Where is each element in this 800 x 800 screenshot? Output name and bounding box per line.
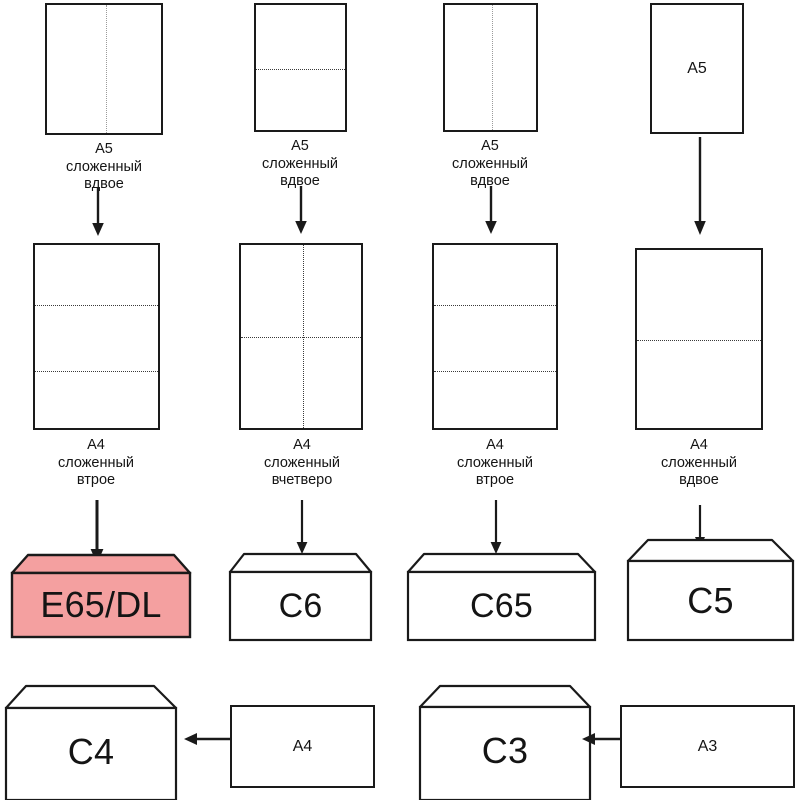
envelope-c3: C3 — [418, 683, 608, 800]
arrow-down-envelope-col2 — [292, 500, 312, 556]
envelope-label-c4: C4 — [67, 731, 115, 772]
sheet-a5-col3 — [443, 3, 538, 132]
arrow-down-envelope-col3 — [486, 500, 506, 556]
arrow-down-col1 — [88, 188, 108, 238]
envelope-label-c6: C6 — [278, 586, 323, 625]
envelope-c5: C5 — [626, 537, 796, 643]
fold-line-horizontal-lower — [434, 371, 556, 372]
sheet-a5-col1 — [45, 3, 163, 135]
envelope-c4: C4 — [4, 683, 194, 800]
sheet-a4-col3 — [432, 243, 558, 430]
caption-a5-col2: A5 сложенный вдвое — [261, 138, 339, 190]
caption-a4-col4: A4 сложенный вдвое — [660, 437, 738, 489]
fold-line-vertical — [106, 5, 107, 133]
sheet-a5-col2 — [254, 3, 347, 132]
caption-a4-col3: A4 сложенный втрое — [456, 437, 534, 489]
caption-a4-col1: A4 сложенный втрое — [57, 437, 135, 489]
arrow-down-col2 — [291, 186, 311, 236]
sheet-a4-landscape: A4 — [230, 705, 375, 788]
sheet-a4-col1 — [33, 243, 160, 430]
arrow-down-col3 — [481, 186, 501, 236]
sheet-a4-col4 — [635, 248, 763, 430]
sheet-label-a5: A5 — [687, 59, 707, 77]
envelope-label-c65: C65 — [470, 586, 533, 625]
fold-line-horizontal-lower — [35, 371, 158, 372]
envelope-e65-dl: E65/DL — [8, 551, 194, 641]
envelope-label-c3: C3 — [481, 730, 529, 771]
sheet-label-a3: A3 — [697, 737, 718, 755]
fold-line-horizontal-upper — [434, 305, 556, 306]
sheet-a4-col2 — [239, 243, 363, 430]
envelope-label-e65-dl: E65/DL — [40, 584, 162, 625]
fold-line-horizontal — [241, 337, 361, 338]
envelope-c65: C65 — [406, 551, 598, 643]
sheet-a5-col4: A5 — [650, 3, 744, 134]
envelope-label-c5: C5 — [687, 579, 734, 621]
fold-line-horizontal — [256, 69, 345, 70]
arrow-down-col4 — [690, 137, 710, 237]
caption-a4-col2: A4 сложенный вчетверо — [263, 437, 341, 489]
fold-line-vertical — [492, 5, 493, 130]
arrow-left-a4-to-c4 — [182, 728, 234, 750]
sheet-label-a4: A4 — [292, 737, 313, 755]
fold-line-vertical — [303, 245, 304, 428]
sheet-a3-landscape: A3 — [620, 705, 795, 788]
caption-a5-col1: A5 сложенный вдвое — [65, 141, 143, 193]
fold-line-horizontal-upper — [35, 305, 158, 306]
caption-a5-col3: A5 сложенный вдвое — [451, 138, 529, 190]
envelope-c6: C6 — [228, 551, 374, 643]
fold-line-horizontal — [637, 340, 761, 341]
